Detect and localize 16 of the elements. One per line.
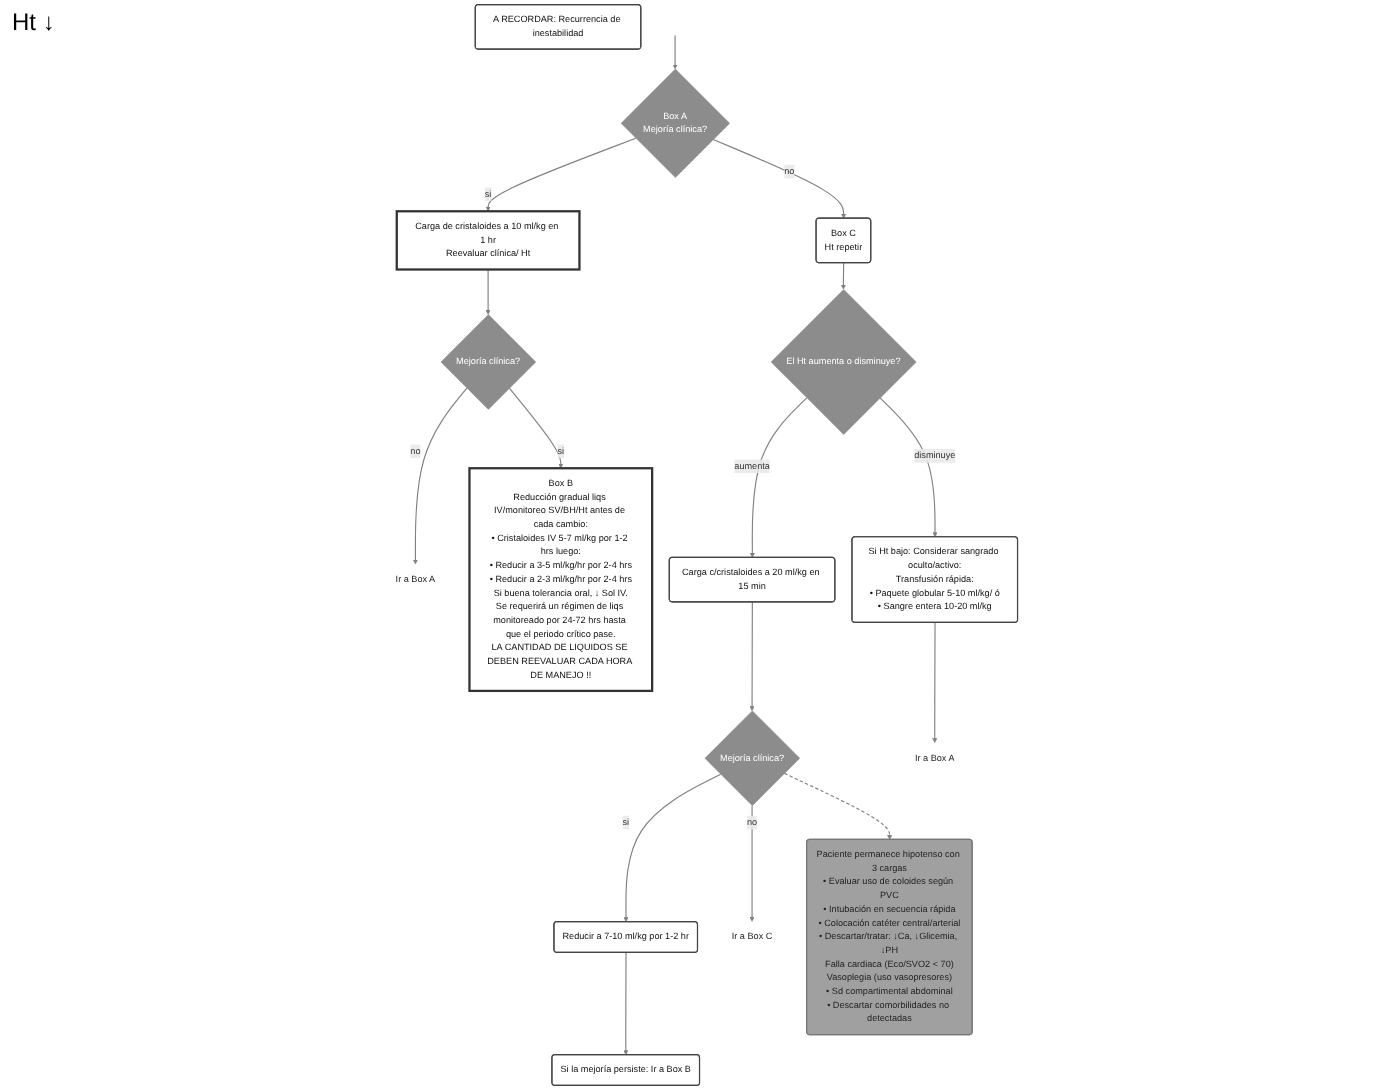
arrow [840,262,846,290]
arrow [932,622,938,744]
arrow [749,805,755,922]
arrow [783,772,893,840]
arrow [672,34,678,70]
arrow [508,387,564,469]
arrow [623,952,629,1056]
arrow [623,773,722,923]
arrow [749,601,755,712]
arrow [749,397,808,558]
arrow [485,137,637,212]
arrow [485,268,491,315]
arrow [879,397,938,538]
arrow [412,387,468,565]
note-text: Ht ↓ [12,8,55,36]
arrow [712,138,847,219]
